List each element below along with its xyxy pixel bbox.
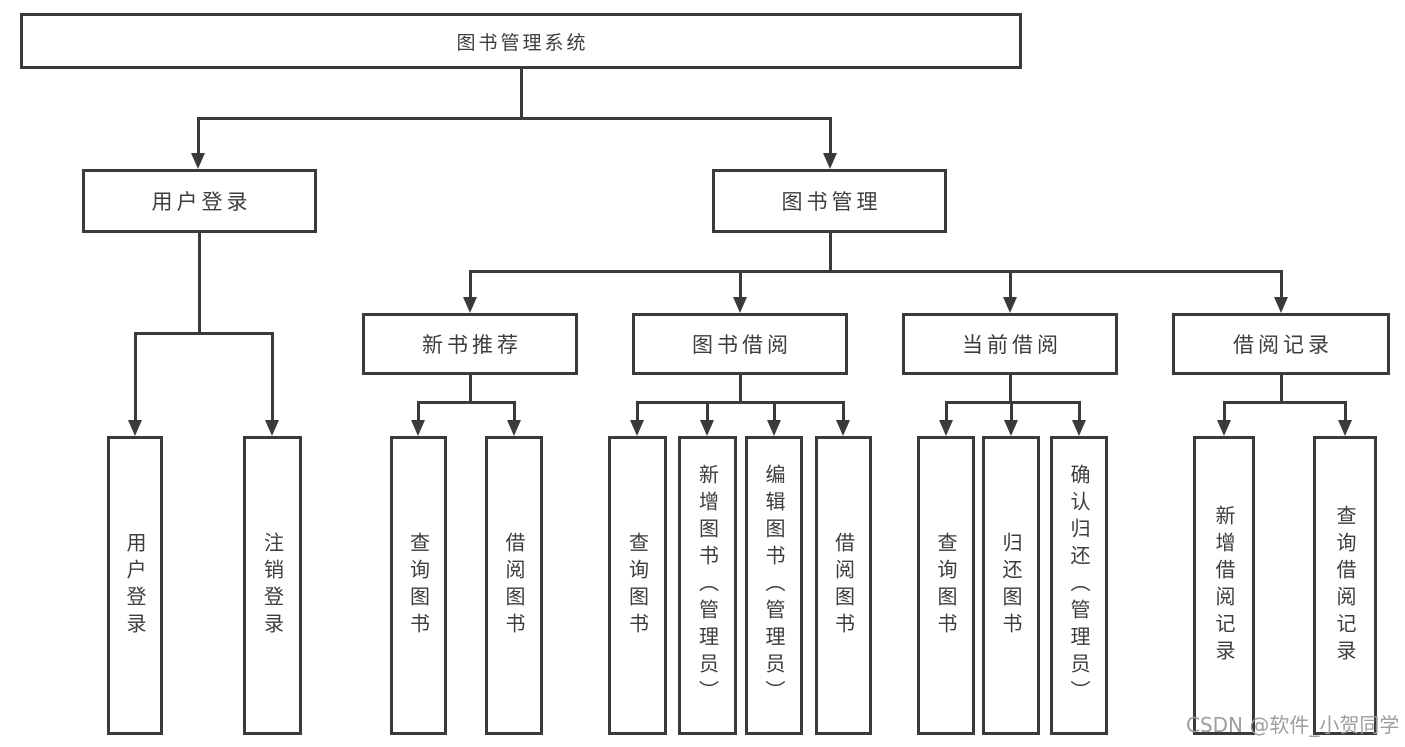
- connector-line: [134, 332, 137, 422]
- connector-line: [198, 233, 201, 333]
- leaf-logout-login: 注销登录: [243, 436, 302, 735]
- arrow-down: [265, 420, 279, 436]
- leaf-borrow-books-recommend: 借阅图书: [485, 436, 543, 735]
- arrow-down: [939, 420, 953, 436]
- node-user-login: 用户登录: [82, 169, 317, 233]
- arrow-down: [1338, 420, 1352, 436]
- arrow-down: [823, 153, 837, 169]
- leaf-add-borrow-record: 新增借阅记录: [1193, 436, 1255, 735]
- leaf-borrow-books-recommend-label: 借阅图书: [502, 531, 526, 640]
- arrow-down: [411, 420, 425, 436]
- connector-line: [829, 117, 832, 155]
- connector-line: [197, 117, 200, 155]
- node-book-borrow-label: 图书借阅: [692, 333, 792, 357]
- node-borrow-records: 借阅记录: [1172, 313, 1390, 375]
- arrow-down: [507, 420, 521, 436]
- leaf-confirm-return-admin: 确认归还（管理员）: [1050, 436, 1108, 735]
- leaf-query-borrow-record: 查询借阅记录: [1313, 436, 1377, 735]
- connector-line: [1009, 375, 1012, 403]
- leaf-add-book-admin: 新增图书（管理员）: [678, 436, 737, 735]
- connector-line: [1010, 401, 1013, 422]
- csdn-watermark: CSDN @软件_小贺同学: [1186, 713, 1400, 737]
- arrow-down: [1004, 420, 1018, 436]
- leaf-add-borrow-record-label: 新增借阅记录: [1212, 504, 1236, 667]
- connector-line: [945, 401, 1081, 404]
- leaf-query-books-recommend: 查询图书: [390, 436, 447, 735]
- connector-line: [636, 401, 639, 422]
- arrow-down: [463, 297, 477, 313]
- connector-line: [773, 401, 776, 422]
- leaf-query-books-borrow: 查询图书: [608, 436, 667, 735]
- leaf-edit-book-admin: 编辑图书（管理员）: [745, 436, 803, 735]
- leaf-return-book-label: 归还图书: [999, 531, 1023, 640]
- connector-line: [1223, 401, 1226, 422]
- leaf-query-books-recommend-label: 查询图书: [406, 531, 431, 640]
- connector-line: [1223, 401, 1347, 404]
- connector-line: [1280, 270, 1283, 298]
- leaf-user-login: 用户登录: [107, 436, 163, 735]
- connector-line: [739, 270, 742, 298]
- connector-line: [1009, 270, 1012, 298]
- node-new-book-recommend-label: 新书推荐: [422, 333, 522, 357]
- arrow-down: [630, 420, 644, 436]
- leaf-add-book-admin-label: 新增图书（管理员）: [695, 464, 720, 707]
- connector-line: [739, 375, 742, 403]
- leaf-return-book: 归还图书: [982, 436, 1040, 735]
- connector-line: [1078, 401, 1081, 422]
- connector-line: [1280, 375, 1283, 403]
- connector-line: [513, 401, 516, 422]
- arrow-down: [191, 153, 205, 169]
- connector-line: [706, 401, 709, 422]
- arrow-down: [1003, 297, 1017, 313]
- arrow-down: [836, 420, 850, 436]
- leaf-query-books-borrow-label: 查询图书: [625, 531, 650, 640]
- connector-line: [1344, 401, 1347, 422]
- leaf-query-books-current: 查询图书: [917, 436, 975, 735]
- node-root-label: 图书管理系统: [456, 31, 589, 54]
- node-book-borrow: 图书借阅: [632, 313, 848, 375]
- arrow-down: [700, 420, 714, 436]
- arrow-down: [767, 420, 781, 436]
- node-borrow-records-label: 借阅记录: [1233, 333, 1333, 357]
- node-user-login-label: 用户登录: [151, 190, 252, 214]
- leaf-edit-book-admin-label: 编辑图书（管理员）: [762, 464, 786, 707]
- connector-line: [945, 401, 948, 422]
- node-current-borrow-label: 当前借阅: [962, 333, 1062, 357]
- node-new-book-recommend: 新书推荐: [362, 313, 578, 375]
- arrow-down: [1072, 420, 1086, 436]
- arrow-down: [128, 420, 142, 436]
- connector-line: [842, 401, 845, 422]
- connector-line: [469, 375, 472, 403]
- connector-line: [469, 270, 472, 298]
- node-book-management: 图书管理: [712, 169, 947, 233]
- connector-line: [636, 401, 845, 404]
- node-book-management-label: 图书管理: [781, 190, 882, 214]
- node-root-system: 图书管理系统: [20, 13, 1022, 69]
- leaf-borrow-books-label: 借阅图书: [831, 531, 856, 640]
- arrow-down: [1274, 297, 1288, 313]
- connector-line: [417, 401, 420, 422]
- connector-line: [520, 69, 523, 119]
- leaf-user-login-label: 用户登录: [123, 531, 147, 640]
- connector-line: [417, 401, 516, 404]
- connector-line: [197, 117, 831, 120]
- arrow-down: [1217, 420, 1231, 436]
- connector-line: [829, 233, 832, 272]
- leaf-logout-login-label: 注销登录: [260, 531, 285, 640]
- connector-line: [271, 332, 274, 422]
- leaf-confirm-return-admin-label: 确认归还（管理员）: [1067, 464, 1091, 707]
- connector-line: [469, 270, 1283, 273]
- leaf-borrow-books: 借阅图书: [815, 436, 872, 735]
- connector-line: [134, 332, 274, 335]
- node-current-borrow: 当前借阅: [902, 313, 1118, 375]
- arrow-down: [733, 297, 747, 313]
- leaf-query-books-current-label: 查询图书: [934, 531, 958, 640]
- leaf-query-borrow-record-label: 查询借阅记录: [1333, 504, 1357, 667]
